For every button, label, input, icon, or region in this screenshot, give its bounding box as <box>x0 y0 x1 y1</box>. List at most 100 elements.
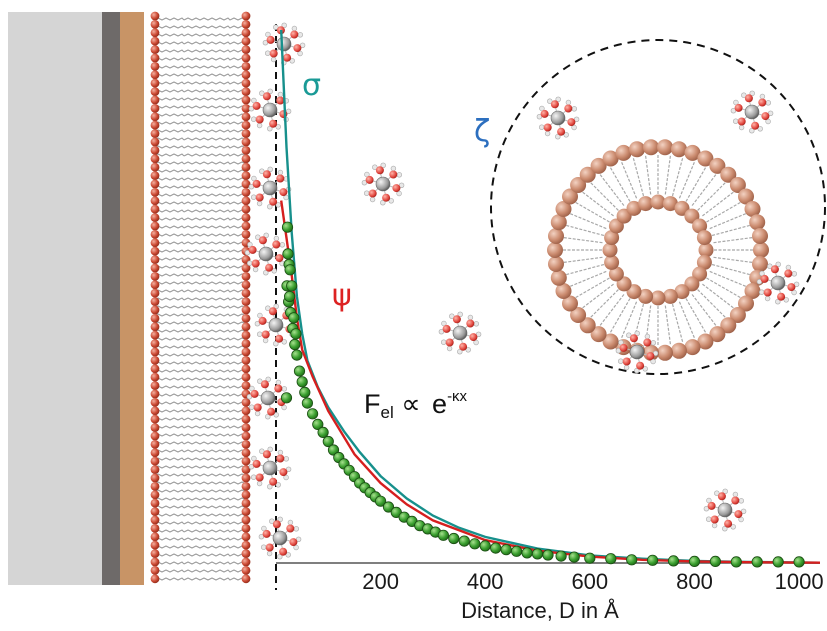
lipid-head-inner <box>150 389 160 399</box>
lipid-head-outer <box>241 398 251 407</box>
vesicle-lipid-tail <box>697 289 726 318</box>
vesicle-lipid-tail <box>575 277 610 299</box>
lipid-head-outer <box>241 179 251 189</box>
lipid-head-inner <box>150 364 160 374</box>
lipid-head-outer <box>241 188 251 197</box>
lipid-head-inner <box>150 11 160 21</box>
data-point <box>286 280 298 292</box>
vesicle-head-outer <box>548 256 564 272</box>
vesicle-lipid-tail <box>621 162 638 199</box>
lipid-head-inner <box>150 263 160 273</box>
lipid-head-outer <box>241 78 251 88</box>
data-point <box>458 535 470 547</box>
lipid-head-inner <box>150 465 160 474</box>
lipid-head-outer <box>241 549 251 558</box>
data-point <box>751 556 763 568</box>
data-point <box>469 538 481 550</box>
vesicle-lipid-tail <box>566 224 605 237</box>
lipid-head-inner <box>150 322 160 332</box>
data-point <box>531 548 544 560</box>
hydrated-ion-icon <box>703 488 747 532</box>
vesicle-lipid-tail <box>599 174 625 206</box>
lipid-head-inner <box>150 255 160 264</box>
lipid-head-outer <box>241 305 251 315</box>
data-point <box>382 501 395 513</box>
x-tick-label: 400 <box>467 569 504 594</box>
lipid-head-inner <box>150 230 160 239</box>
vesicle-lipid-tail <box>645 155 652 195</box>
lipid-head-outer <box>241 129 251 139</box>
lipid-head-inner <box>150 297 160 306</box>
lipid-head-inner <box>150 288 160 298</box>
lipid-head-inner <box>150 498 160 508</box>
lipid-head-outer <box>241 95 251 105</box>
hydrated-ion-icon <box>361 162 405 206</box>
lipid-head-inner <box>150 473 160 483</box>
lipid-head-inner <box>150 524 160 533</box>
lipid-head-outer <box>241 53 251 63</box>
lipid-head-inner <box>150 305 160 315</box>
hydrated-ion-icon <box>756 261 800 305</box>
vesicle-lipid-tail <box>590 289 619 318</box>
lipid-head-outer <box>241 347 251 357</box>
data-point <box>284 264 296 276</box>
vesicle-boundary-dashed-circle <box>490 39 826 375</box>
lipid-head-inner <box>150 314 160 323</box>
lipid-head-inner <box>150 356 160 365</box>
lipid-head-outer <box>241 381 251 390</box>
data-point <box>437 529 449 541</box>
vesicle-lipid-tail <box>621 301 638 338</box>
data-point <box>280 392 293 404</box>
hydrated-ion-icon <box>248 88 292 132</box>
lipid-head-outer <box>241 364 251 374</box>
substrate-dark-layer <box>102 12 120 585</box>
lipid-head-inner <box>150 532 160 542</box>
data-point <box>584 552 596 564</box>
hydrated-ion-icon <box>244 232 288 276</box>
lipid-head-outer <box>241 171 251 181</box>
hydrated-ion-icon <box>258 516 302 560</box>
data-point <box>667 555 680 567</box>
sigma-label: σ <box>302 68 321 103</box>
vesicle-head-outer <box>752 228 768 244</box>
lipid-head-inner <box>150 213 160 223</box>
vesicle-head-outer <box>709 326 726 343</box>
vesicle-head-outer <box>550 269 567 286</box>
psi-label: ψ <box>332 278 352 313</box>
hydrated-ion-icon <box>438 311 482 355</box>
lipid-head-outer <box>241 356 251 365</box>
vesicle-head-outer <box>744 283 761 299</box>
data-point <box>374 495 387 507</box>
vesicle-head-outer <box>738 188 754 205</box>
vesicle-lipid-tail <box>563 256 603 263</box>
vesicle-head-outer <box>729 177 746 193</box>
vesicle-head-outer <box>643 139 659 156</box>
vesicle-head-outer <box>550 214 567 231</box>
data-point <box>626 554 638 566</box>
hydrated-ion-icon <box>536 96 580 140</box>
lipid-head-inner <box>150 137 160 147</box>
lipid-head-outer <box>241 280 251 290</box>
vesicle-head-outer <box>555 201 572 217</box>
lipid-head-outer <box>241 230 251 239</box>
vesicle-lipid-tail <box>575 201 610 223</box>
vesicle-head-outer <box>752 256 768 272</box>
data-point <box>317 426 329 438</box>
data-point <box>283 290 296 303</box>
lipid-head-inner <box>150 406 160 416</box>
lipid-head-inner <box>150 45 160 54</box>
lipid-head-inner <box>150 431 160 441</box>
lipid-head-inner <box>150 238 160 248</box>
lipid-head-outer <box>241 196 251 206</box>
vesicle-head-outer <box>749 214 766 231</box>
vesicle-head-inner <box>608 266 624 282</box>
lipid-head-outer <box>241 490 251 500</box>
vesicle-head-inner <box>650 194 666 210</box>
vesicle-lipid-tail <box>709 270 746 287</box>
vesicle-lipid-tail <box>671 158 684 197</box>
vesicle-head-outer <box>555 283 572 299</box>
lipid-head-inner <box>150 330 160 340</box>
vesicle-lipid-tail <box>664 155 671 195</box>
data-point <box>312 418 324 430</box>
